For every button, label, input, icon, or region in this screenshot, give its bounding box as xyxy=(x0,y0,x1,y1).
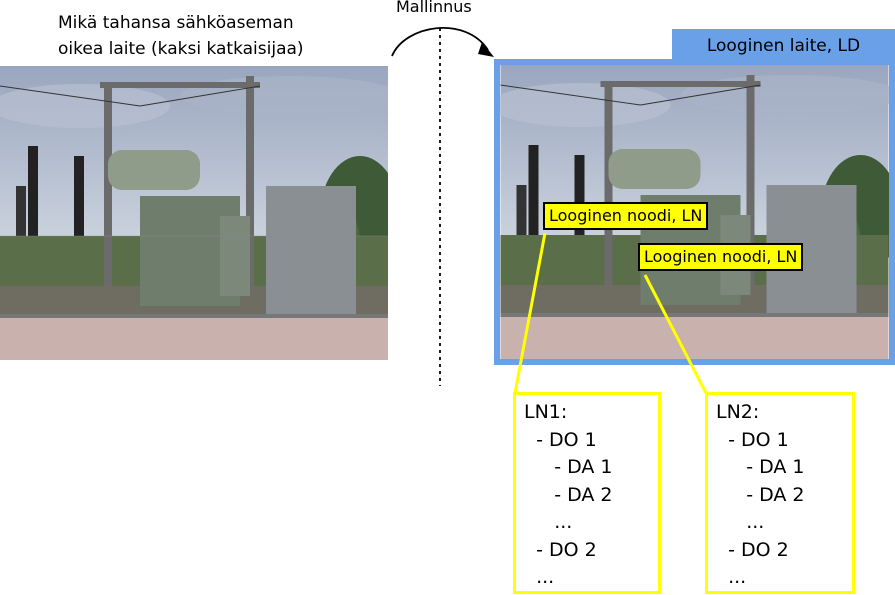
modelling-arrow xyxy=(391,27,489,57)
logical-node-label-2: Looginen noodi, LN xyxy=(638,243,804,271)
ln1-line: - DA 2 xyxy=(524,483,613,506)
ln2-line: ... xyxy=(716,511,765,533)
caption-line-2: oikea laite (kaksi katkaisijaa) xyxy=(58,39,304,59)
modelling-label: Mallinnus xyxy=(396,0,472,16)
device-caption: Mikä tahansa sähköaseman oikea laite (ka… xyxy=(58,10,304,62)
ln1-line: LN1: xyxy=(524,401,568,423)
ln2-content-box: LN2: - DO 1 - DA 1 - DA 2 ... - DO 2 ... xyxy=(705,392,855,594)
logical-node-label-1: Looginen noodi, LN xyxy=(543,202,709,230)
ln1-line: ... xyxy=(524,566,555,588)
logical-device-label: Looginen laite, LD xyxy=(672,29,895,63)
ln2-line: - DA 2 xyxy=(716,483,805,506)
ln2-line: - DA 1 xyxy=(716,456,805,478)
substation-photo-left xyxy=(0,66,388,360)
ln1-content-box: LN1: - DO 1 - DA 1 - DA 2 ... - DO 2 ... xyxy=(513,392,661,594)
arrowhead-icon xyxy=(478,42,494,57)
substation-photo-graphic xyxy=(0,66,388,360)
ln2-line: ... xyxy=(716,566,747,588)
ln2-line: - DO 1 xyxy=(716,428,789,451)
ln1-line: - DA 1 xyxy=(524,456,613,478)
ln1-line: ... xyxy=(524,511,573,533)
ln1-line: - DO 1 xyxy=(524,428,597,451)
caption-line-1: Mikä tahansa sähköaseman xyxy=(58,13,294,33)
ln2-line: LN2: xyxy=(716,401,760,423)
ln1-line: - DO 2 xyxy=(524,538,597,561)
ln2-line: - DO 2 xyxy=(716,538,789,561)
